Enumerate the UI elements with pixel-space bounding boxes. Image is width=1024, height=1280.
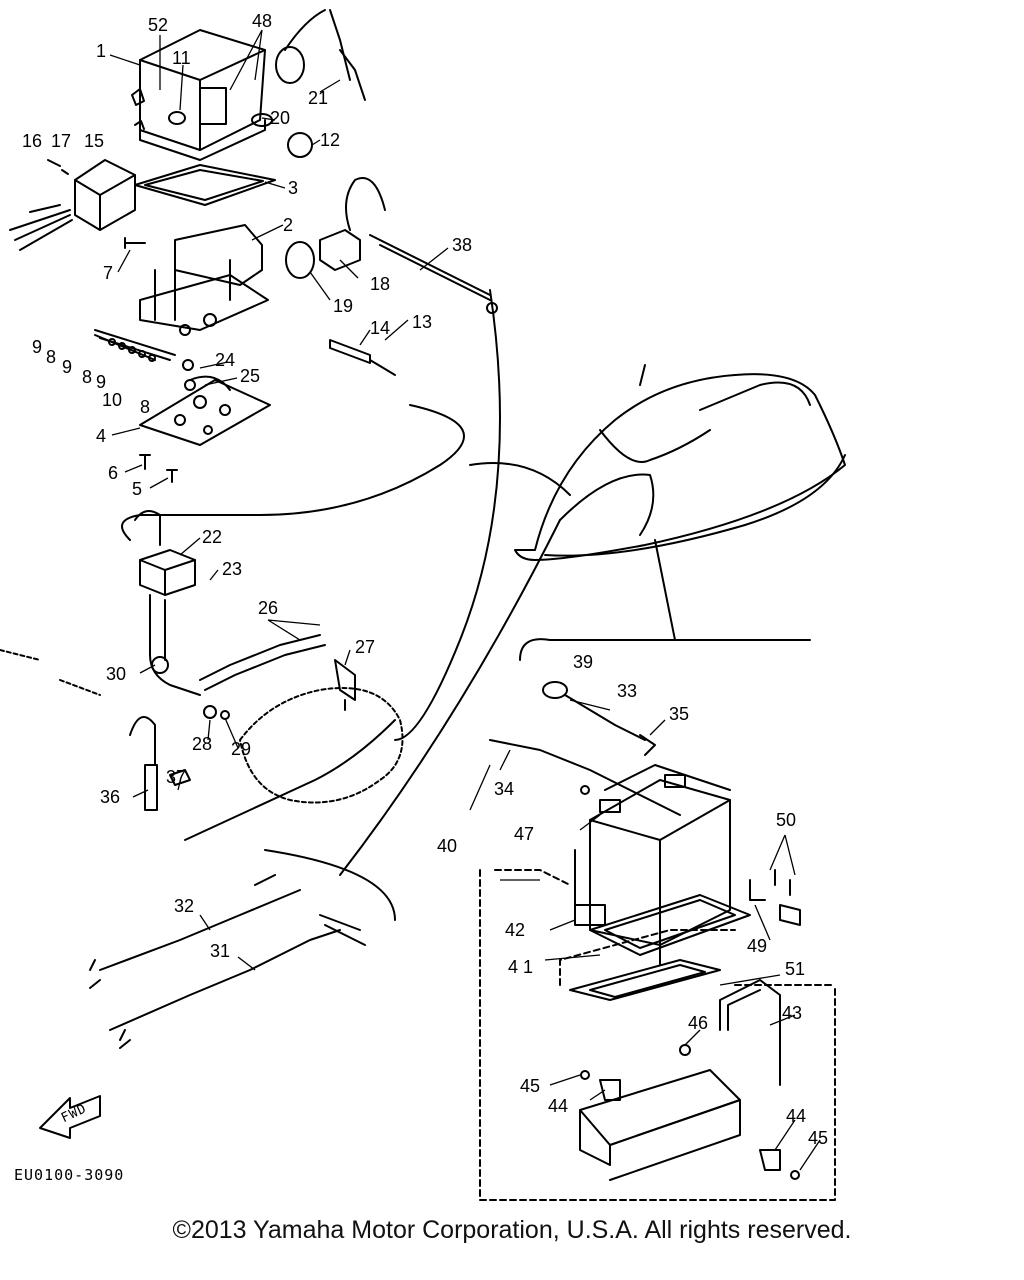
callout-40: 40	[437, 836, 457, 856]
callout-10: 10	[102, 390, 122, 410]
copyright-notice: ©2013 Yamaha Motor Corporation, U.S.A. A…	[172, 1216, 852, 1244]
ignition-coil	[134, 510, 326, 720]
callout-39: 39	[573, 652, 593, 672]
callout-41: 4 1	[508, 957, 533, 977]
callout-52: 52	[148, 15, 168, 35]
callout-36: 36	[100, 787, 120, 807]
callout-34: 34	[494, 779, 514, 799]
callout-51: 51	[785, 959, 805, 979]
diagram-code: EU0100-3090	[14, 1166, 124, 1184]
callout-2: 2	[283, 215, 293, 235]
callout-1: 1	[96, 41, 106, 61]
screws	[124, 237, 178, 483]
callout-48: 48	[252, 11, 272, 31]
battery-bolts	[749, 869, 801, 926]
callout-19: 19	[333, 296, 353, 316]
callout-38: 38	[452, 235, 472, 255]
watercraft-illustration	[514, 364, 846, 561]
wire-harnesses	[89, 874, 366, 1049]
callout-4: 4	[96, 426, 106, 446]
callout-5: 5	[132, 479, 142, 499]
callout-16: 16	[22, 131, 42, 151]
callout-20: 20	[270, 108, 290, 128]
engine-outline	[0, 649, 404, 804]
washer-stack	[94, 334, 196, 391]
battery-cables	[489, 681, 681, 816]
callout-11: 11	[172, 48, 191, 68]
pickup-lead	[129, 716, 191, 811]
callout-43: 43	[782, 1003, 802, 1023]
callout-42: 42	[505, 920, 525, 940]
meter-assembly	[251, 9, 366, 158]
callout-37: 37	[166, 767, 186, 787]
callout-13: 13	[412, 312, 432, 332]
callout-33: 33	[617, 681, 637, 701]
callout-45a: 45	[520, 1076, 540, 1096]
callout-47: 47	[514, 824, 534, 844]
callout-26: 26	[258, 598, 278, 618]
callout-45b: 45	[808, 1128, 828, 1148]
callout-22: 22	[202, 527, 222, 547]
electrical-box	[131, 29, 266, 161]
callout-15: 15	[84, 131, 104, 151]
callout-labels: 1 52 11 48 21 20 12 16 17 15 3 2 38 7 18…	[14, 11, 828, 1184]
callout-8c: 8	[140, 397, 150, 417]
callout-7: 7	[103, 263, 113, 283]
callout-3: 3	[288, 178, 298, 198]
callout-9c: 9	[96, 372, 106, 392]
callout-17: 17	[51, 131, 71, 151]
bracket-plate	[94, 224, 269, 361]
callout-8a: 8	[46, 347, 56, 367]
callout-31: 31	[210, 941, 230, 961]
resistor-box	[9, 159, 136, 251]
callout-21: 21	[308, 88, 328, 108]
callout-49: 49	[747, 936, 767, 956]
callout-12: 12	[320, 130, 340, 150]
callout-44a: 44	[548, 1096, 568, 1116]
callout-30: 30	[106, 664, 126, 684]
mounting-plate	[139, 375, 271, 446]
spark-plug	[334, 659, 356, 711]
callout-32: 32	[174, 896, 194, 916]
callout-27: 27	[355, 637, 375, 657]
callout-35: 35	[669, 704, 689, 724]
callout-50: 50	[776, 810, 796, 830]
callout-23: 23	[222, 559, 242, 579]
callout-6: 6	[108, 463, 118, 483]
callout-9a: 9	[32, 337, 42, 357]
fuse-holder	[329, 339, 396, 376]
callout-28: 28	[192, 734, 212, 754]
callout-18: 18	[370, 274, 390, 294]
battery-pads	[569, 894, 751, 1001]
callout-8b: 8	[82, 367, 92, 387]
callout-14: 14	[370, 318, 390, 338]
fwd-arrow	[39, 1095, 101, 1139]
connection-lines	[121, 289, 811, 921]
battery-tray	[579, 979, 800, 1181]
callout-9b: 9	[62, 357, 72, 377]
callout-44b: 44	[786, 1106, 806, 1126]
gasket	[134, 164, 276, 206]
callout-24: 24	[215, 350, 235, 370]
callout-29: 29	[231, 739, 251, 759]
callout-46: 46	[688, 1013, 708, 1033]
callout-25: 25	[240, 366, 260, 386]
